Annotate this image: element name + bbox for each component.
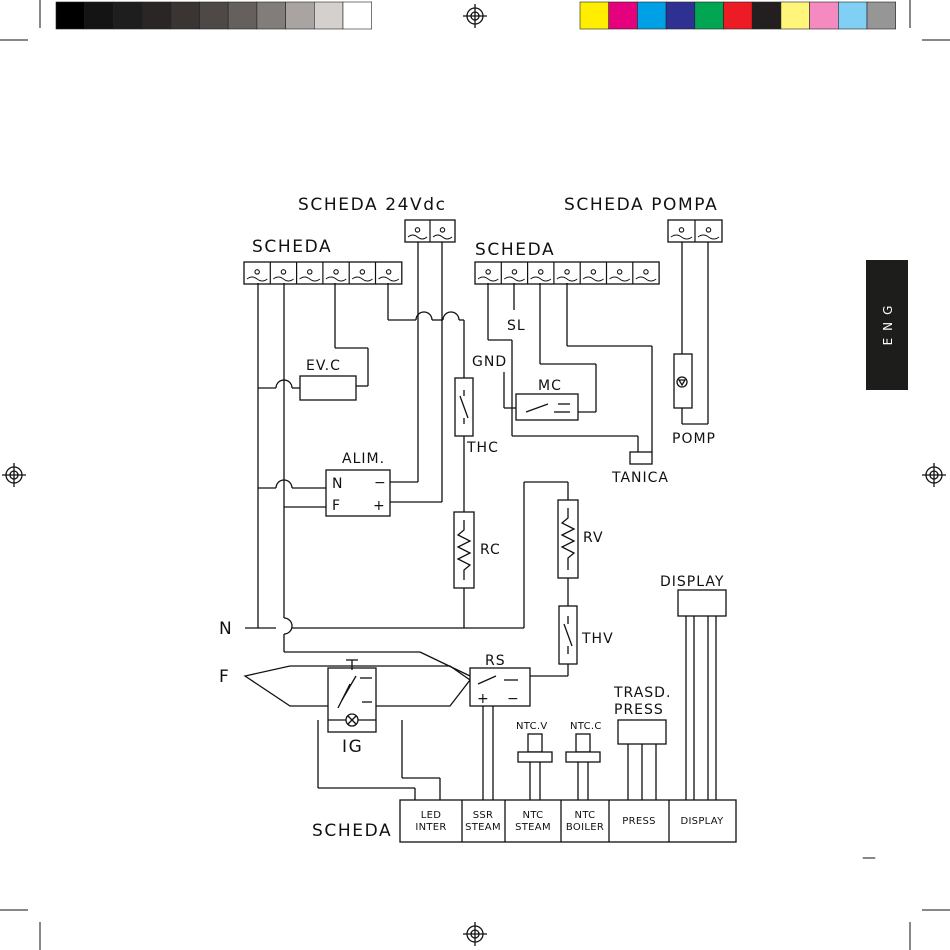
label-rc: RC <box>480 542 501 558</box>
label-alim-f: F <box>332 498 341 514</box>
board-cell-6-line-1: DISPLAY <box>680 816 724 827</box>
label-mc: MC <box>538 378 562 394</box>
board-cell-4-line-2: BOILER <box>566 822 604 833</box>
board-cell-2-line-2: STEAM <box>465 822 501 833</box>
gray-swatch-1 <box>56 2 85 29</box>
color-swatch-3 <box>637 2 666 29</box>
label-alim-plus: + <box>373 498 386 514</box>
registration-mark-right <box>922 463 946 487</box>
color-swatch-11 <box>867 2 896 29</box>
color-swatch-4 <box>666 2 695 29</box>
main-board: LED INTER SSR STEAM NTC STEAM NTC BOILER… <box>400 800 736 842</box>
board-cell-3-line-1: NTC <box>523 810 544 821</box>
micro-switch-mc: MC <box>516 378 578 420</box>
gray-swatch-5 <box>171 2 200 29</box>
board-cell-1-line-1: LED <box>421 810 442 821</box>
label-scheda-24vdc: SCHEDA 24Vdc <box>298 195 447 215</box>
label-pomp: POMP <box>672 431 716 447</box>
label-ntcv: NTC.V <box>516 721 548 732</box>
color-swatch-6 <box>724 2 753 29</box>
solenoid-valve-evc: EV.C <box>300 358 356 400</box>
gray-swatch-4 <box>142 2 171 29</box>
registration-mark-bottom <box>463 922 487 946</box>
gray-swatch-7 <box>228 2 257 29</box>
color-swatch-2 <box>609 2 638 29</box>
gray-swatch-8 <box>257 2 286 29</box>
gray-swatch-3 <box>113 2 142 29</box>
color-swatch-8 <box>781 2 810 29</box>
terminal-block-pompa <box>668 220 722 242</box>
language-tab-label: ENG <box>881 299 895 346</box>
label-thc: THC <box>466 440 499 456</box>
resistor-rv: RV <box>558 500 604 578</box>
board-cell-1-line-2: INTER <box>415 822 446 833</box>
thermostat-thc: THC <box>455 378 499 456</box>
gray-swatch-6 <box>200 2 229 29</box>
thermostat-thv: THV <box>559 606 614 664</box>
label-sl: SL <box>507 318 526 334</box>
label-display: DISPLAY <box>660 574 724 590</box>
label-rs: RS <box>485 653 506 669</box>
label-scheda-pompa: SCHEDA POMPA <box>564 195 718 215</box>
page-mark: — <box>862 850 877 866</box>
label-scheda-left: SCHEDA <box>252 237 332 257</box>
board-cell-2-line-1: SSR <box>473 810 494 821</box>
pressure-transducer: TRASD. PRESS <box>613 685 671 744</box>
label-trasd: TRASD. <box>613 685 671 701</box>
color-swatch-7 <box>752 2 781 29</box>
label-thv: THV <box>581 631 614 647</box>
terminal-block-mid <box>475 262 659 284</box>
label-rs-plus: + <box>477 691 490 707</box>
ntc-sensor-boiler: NTC.C <box>566 721 602 762</box>
terminal-block-24vdc <box>405 220 455 242</box>
label-n-line: N <box>219 619 233 639</box>
color-swatch-5 <box>695 2 724 29</box>
color-swatch-10 <box>838 2 867 29</box>
label-trasd-press: PRESS <box>614 702 664 718</box>
terminal-block-left <box>244 262 402 284</box>
language-tab: ENG <box>866 260 908 390</box>
gray-swatch-9 <box>286 2 315 29</box>
label-alim-minus: − <box>374 475 387 491</box>
label-scheda-mid: SCHEDA <box>475 240 555 260</box>
label-f-line: F <box>219 667 230 687</box>
color-calibration-bar <box>580 2 896 29</box>
label-ig: IG <box>342 737 363 757</box>
label-gnd: GND <box>472 354 507 370</box>
gray-swatch-10 <box>314 2 343 29</box>
color-swatch-9 <box>810 2 839 29</box>
main-switch-ig: IG <box>328 660 376 757</box>
gray-swatch-11 <box>343 2 372 29</box>
tank-sensor-tanica: TANICA <box>611 452 669 486</box>
power-supply-alim: ALIM. N F − + <box>326 451 390 516</box>
registration-mark-top <box>463 4 487 28</box>
label-rs-minus: − <box>507 691 520 707</box>
board-cell-4-line-1: NTC <box>575 810 596 821</box>
gray-swatch-2 <box>85 2 114 29</box>
label-alim-n: N <box>332 476 343 492</box>
color-swatch-1 <box>580 2 609 29</box>
label-scheda-bottom: SCHEDA <box>312 821 392 841</box>
board-cell-3-line-2: STEAM <box>515 822 551 833</box>
registration-mark-left <box>2 463 26 487</box>
resistor-rc: RC <box>454 512 501 588</box>
board-cell-5-line-1: PRESS <box>622 816 656 827</box>
display-connector: DISPLAY <box>660 574 726 616</box>
gray-calibration-bar <box>56 2 372 29</box>
label-tanica: TANICA <box>611 470 669 486</box>
relay-rs: RS + − <box>470 653 530 707</box>
label-alim: ALIM. <box>342 451 385 467</box>
label-evc: EV.C <box>306 358 341 374</box>
label-ntcc: NTC.C <box>570 721 602 732</box>
label-rv: RV <box>583 530 604 546</box>
pump-pomp: POMP <box>672 354 716 447</box>
ntc-sensor-steam: NTC.V <box>516 721 552 762</box>
